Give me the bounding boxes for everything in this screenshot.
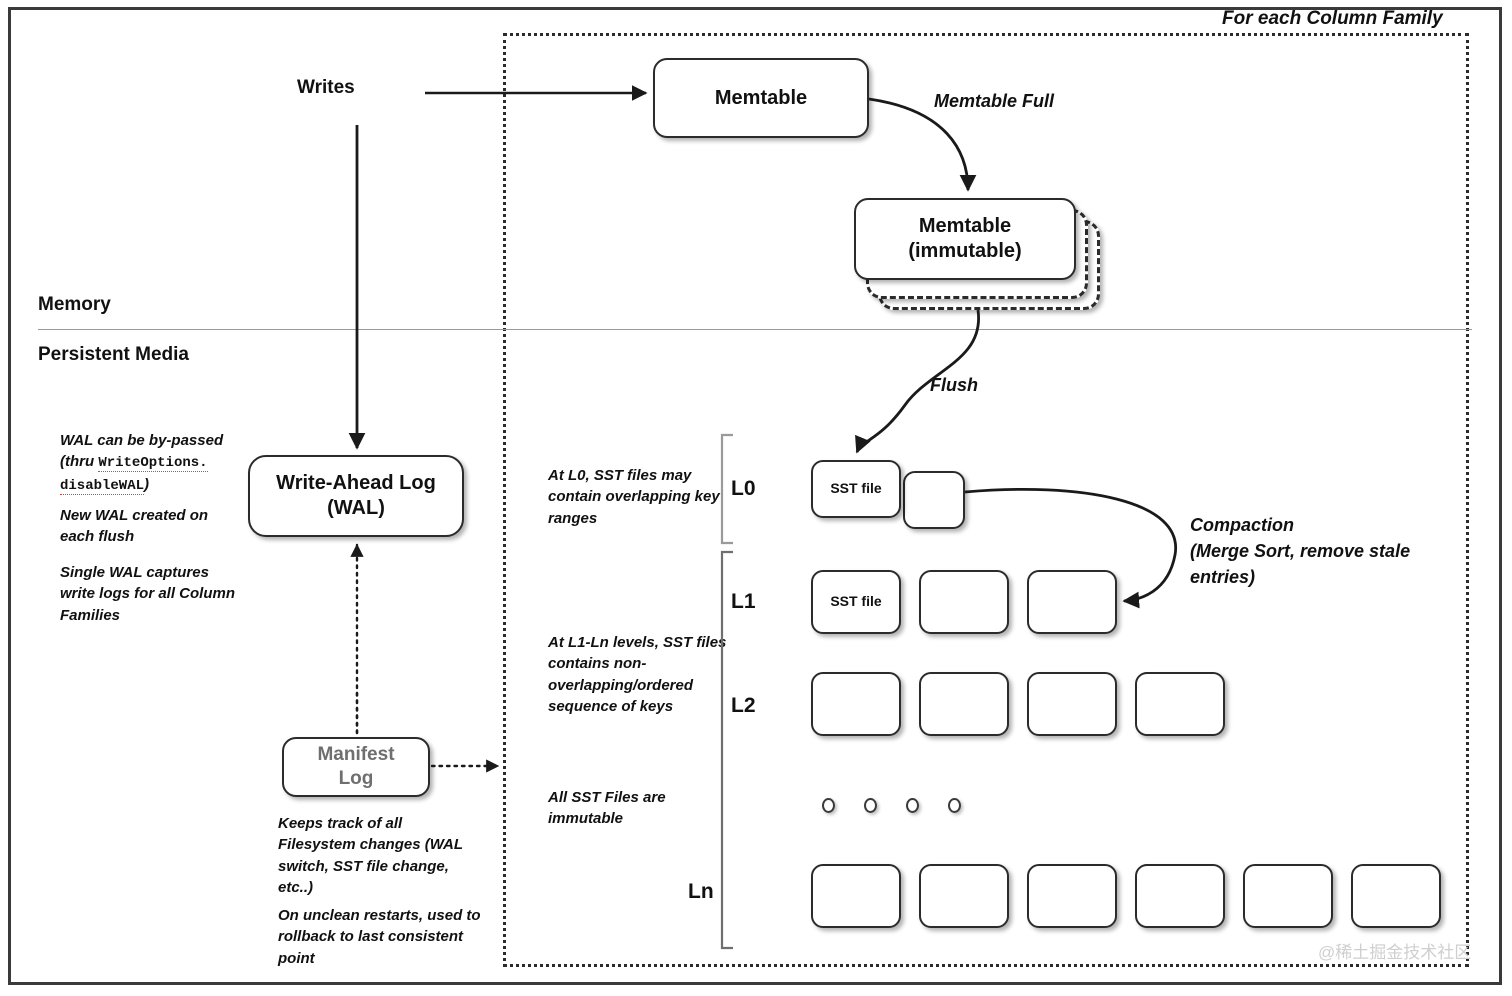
ellipsis-dot-2 — [864, 798, 877, 813]
memtable-full-label: Memtable Full — [934, 91, 1055, 111]
wal-bypass-line-c: ) — [144, 476, 150, 494]
wal-label-line2: (WAL) — [327, 497, 385, 519]
column-family-region — [503, 33, 1469, 967]
sst-box-ln-2[interactable] — [919, 864, 1009, 928]
sst-file-label-l0: SST file — [830, 480, 882, 497]
level-label-ln: Ln — [688, 880, 714, 903]
ellipsis-dot-3 — [906, 798, 919, 813]
sst-file-label-l1: SST file — [830, 593, 882, 610]
wal-new-annotation: New WAL created on each flush — [60, 507, 209, 546]
wal-bypass-line-b: (thru — [60, 453, 99, 471]
sst-box-ln-3[interactable] — [1027, 864, 1117, 928]
sst-box-l1-2[interactable] — [919, 570, 1009, 634]
sst-box-ln-1[interactable] — [811, 864, 901, 928]
level-label-l1: L1 — [731, 590, 756, 613]
sst-box-ln-5[interactable] — [1243, 864, 1333, 928]
wal-label-line1: Write-Ahead Log — [276, 472, 436, 494]
memtable-node[interactable]: Memtable — [653, 58, 869, 138]
compaction-label: Compaction (Merge Sort, remove stale ent… — [1190, 512, 1450, 590]
sst-box-l2-2[interactable] — [919, 672, 1009, 736]
wal-bypass-code-2: disableWAL — [60, 478, 145, 496]
writes-label: Writes — [297, 77, 355, 98]
ellipsis-dot-4 — [948, 798, 961, 813]
memtable-immutable-label-line1: Memtable — [918, 215, 1012, 237]
watermark: @稀土掘金技术社区 — [1318, 943, 1472, 962]
manifest-rollback-annotation: On unclean restarts, used to rollback to… — [278, 907, 481, 967]
compaction-label-line2: (Merge Sort, remove stale — [1190, 541, 1411, 562]
compaction-label-line1: Compaction — [1190, 515, 1295, 535]
level-label-l2: L2 — [731, 694, 756, 717]
wal-bypass-code-1: WriteOptions. — [98, 455, 208, 473]
memtable-immutable-node[interactable]: Memtable (immutable) — [854, 198, 1076, 280]
sst-box-l0-2[interactable] — [903, 471, 965, 529]
sst-box-l2-3[interactable] — [1027, 672, 1117, 736]
sst-box-l0-1[interactable]: SST file — [811, 460, 901, 518]
sst-box-ln-6[interactable] — [1351, 864, 1441, 928]
sst-box-ln-4[interactable] — [1135, 864, 1225, 928]
wal-bypass-line-a: WAL can be by-passed — [60, 432, 224, 449]
level-label-l0: L0 — [731, 477, 756, 500]
column-family-label: For each Column Family — [1222, 8, 1443, 29]
sst-box-l1-1[interactable]: SST file — [811, 570, 901, 634]
l0-note-annotation: At L0, SST files may contain overlapping… — [548, 467, 720, 527]
sst-box-l2-1[interactable] — [811, 672, 901, 736]
page-border — [8, 7, 1502, 985]
memtable-node-label: Memtable — [714, 86, 808, 109]
sst-box-l1-3[interactable] — [1027, 570, 1117, 634]
compaction-label-line3: entries) — [1190, 567, 1256, 588]
memtable-immutable-label-line2: (immutable) — [908, 240, 1022, 262]
ellipsis-dot-1 — [822, 798, 835, 813]
wal-bypass-annotation: WAL can be by-passed (thru WriteOptions.… — [60, 430, 260, 497]
memory-persistent-divider — [38, 329, 1472, 330]
flush-label: Flush — [930, 375, 978, 395]
l1-ln-note-annotation: At L1-Ln levels, SST files contains non-… — [548, 634, 727, 715]
manifest-log-label-line2: Log — [338, 768, 374, 789]
wal-single-annotation: Single WAL captures write logs for all C… — [60, 564, 236, 624]
memory-section-label: Memory — [38, 294, 111, 315]
persistent-media-section-label: Persistent Media — [38, 344, 189, 365]
manifest-log-node[interactable]: Manifest Log — [282, 737, 430, 797]
manifest-log-label-line1: Manifest — [317, 744, 395, 766]
sst-box-l2-4[interactable] — [1135, 672, 1225, 736]
manifest-keeps-annotation: Keeps track of all Filesystem changes (W… — [278, 815, 464, 896]
immutable-note-annotation: All SST Files are immutable — [548, 789, 666, 828]
write-ahead-log-node[interactable]: Write-Ahead Log (WAL) — [248, 455, 464, 537]
